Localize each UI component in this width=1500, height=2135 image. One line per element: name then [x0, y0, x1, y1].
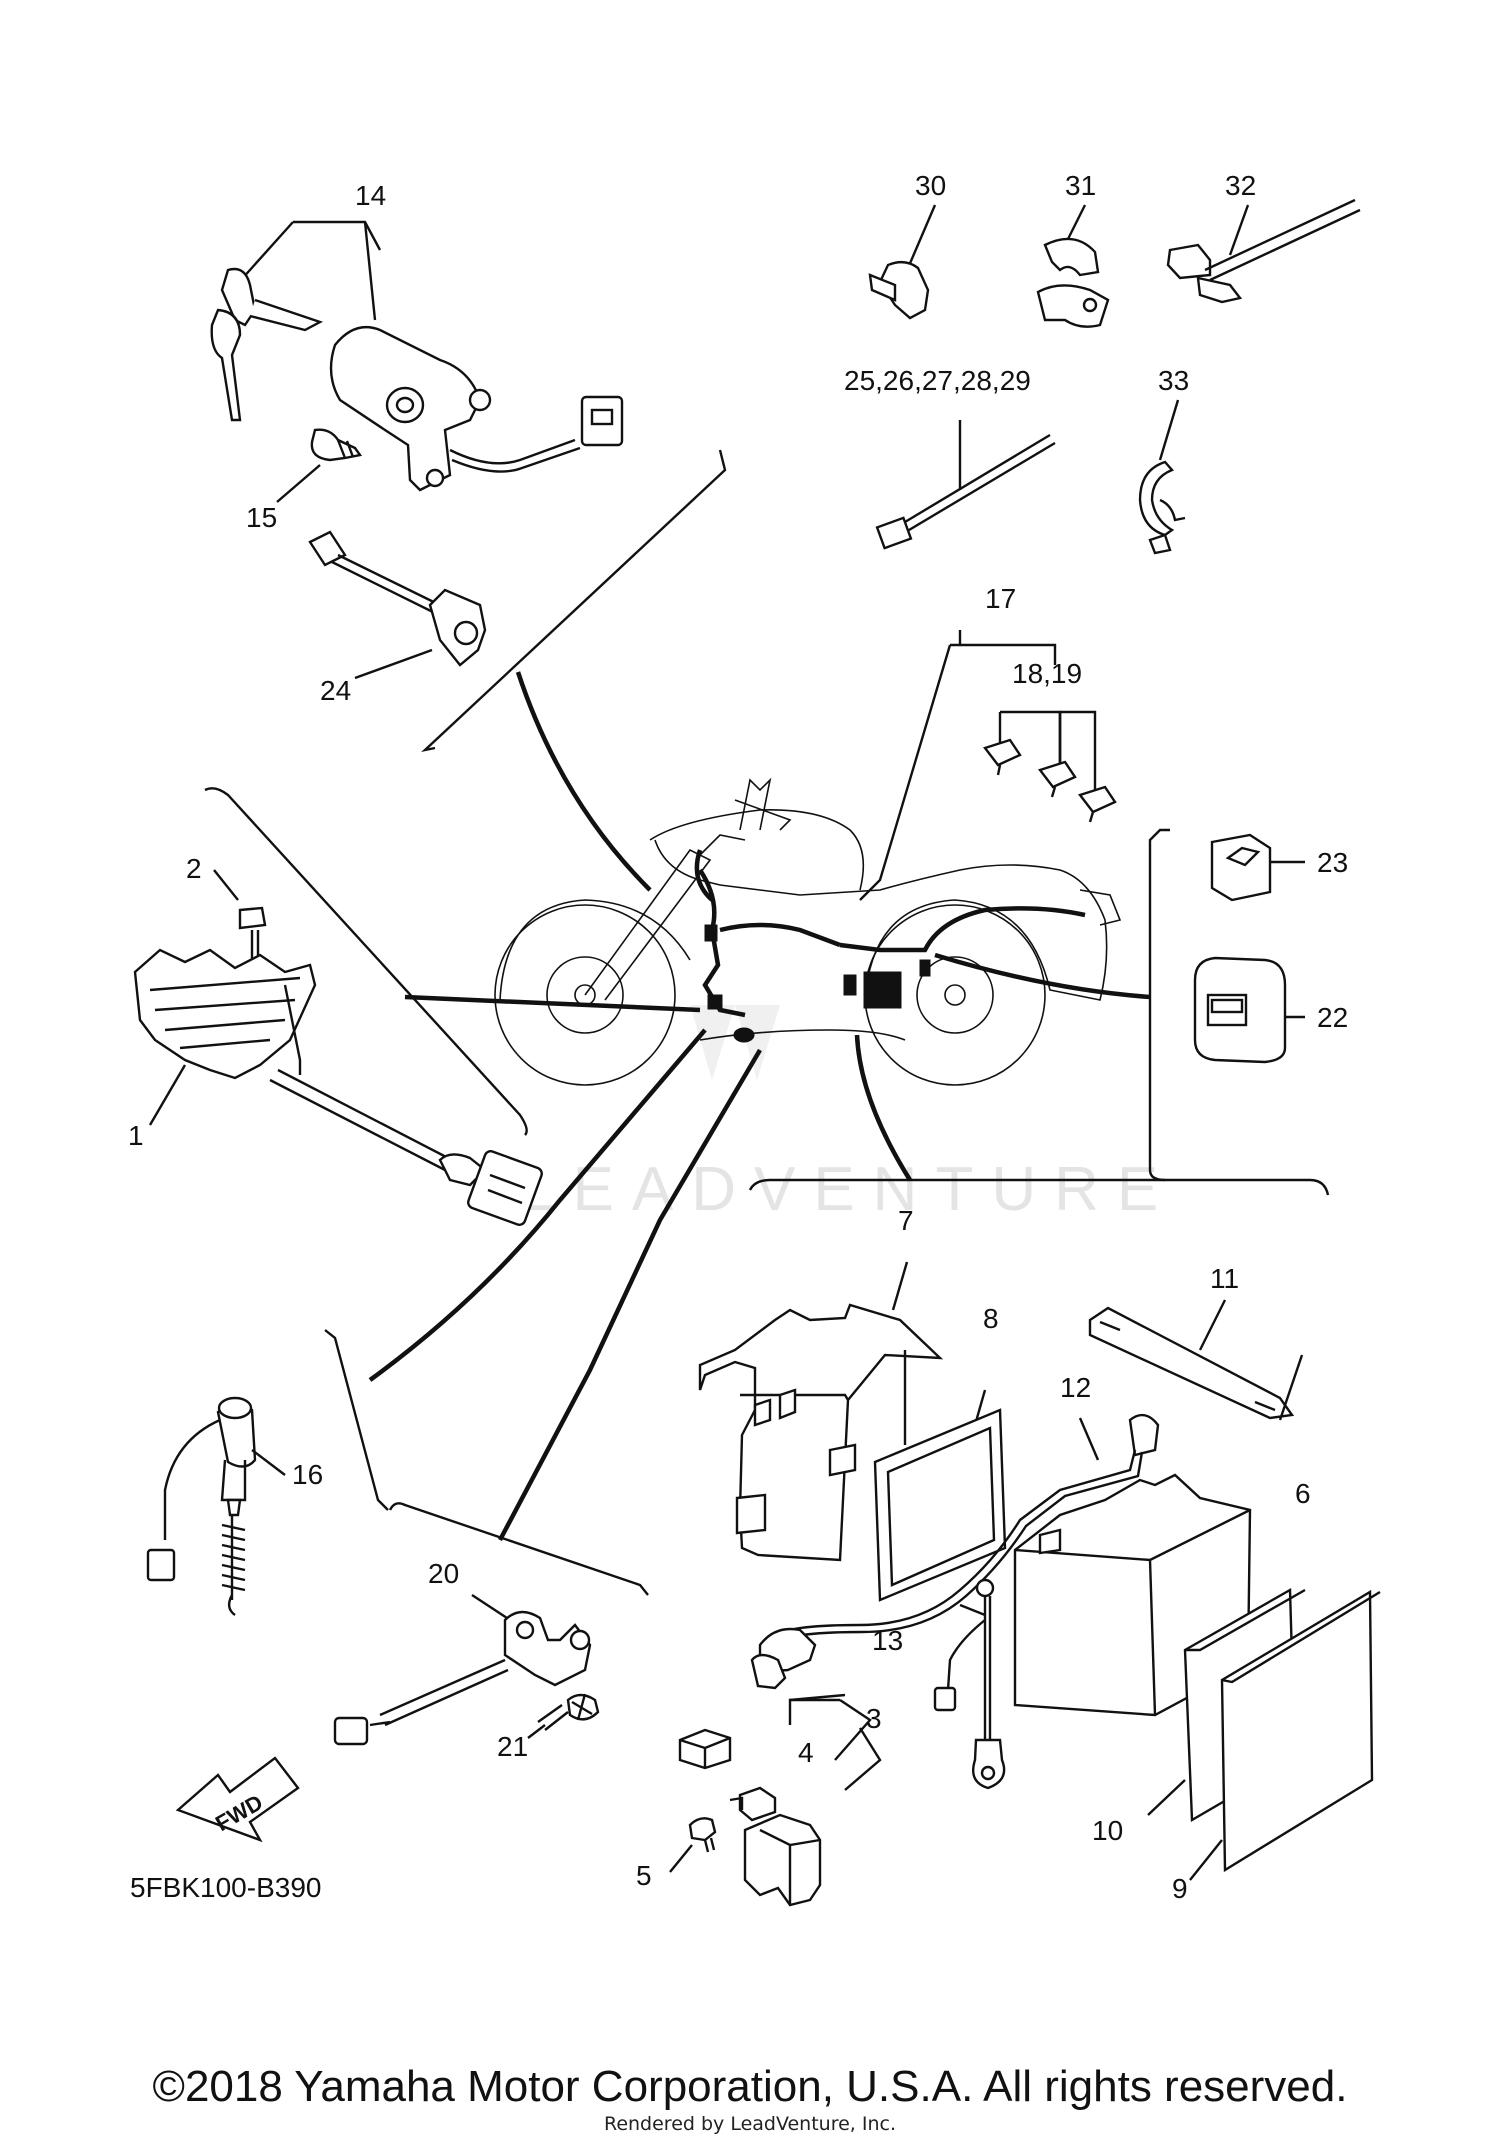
callout-13: 13	[872, 1625, 903, 1656]
watermark: LEADVENTURE	[520, 1005, 1176, 1224]
watermark-text: LEADVENTURE	[520, 1155, 1176, 1224]
callout-30: 30	[915, 170, 946, 201]
callout-18-19: 18,19	[1012, 658, 1082, 689]
callout-17: 17	[985, 583, 1016, 614]
callout-1: 1	[128, 1120, 144, 1151]
callout-11: 11	[1210, 1263, 1239, 1294]
callout-21: 21	[497, 1731, 528, 1762]
motorcycle-outline	[494, 777, 1122, 1086]
diagram-code: 5FBK100-B390	[130, 1872, 321, 1903]
callout-14: 14	[355, 180, 386, 211]
callout-8: 8	[983, 1303, 999, 1334]
copyright-notice: ©2018 Yamaha Motor Corporation, U.S.A. A…	[152, 2062, 1348, 2111]
callout-6: 6	[1295, 1478, 1311, 1509]
fwd-arrow-icon: FWD	[175, 1756, 300, 1843]
callout-24: 24	[320, 675, 351, 706]
callout-9: 9	[1172, 1873, 1188, 1904]
battery-pads-group	[1147, 1587, 1381, 1881]
callout-32: 32	[1225, 170, 1256, 201]
callout-20: 20	[428, 1558, 459, 1589]
callout-23: 23	[1317, 847, 1348, 878]
clamps-group	[868, 198, 1361, 555]
rectifier-group	[133, 869, 543, 1226]
fuse-group	[950, 630, 1117, 823]
callout-25-29: 25,26,27,28,29	[844, 365, 1031, 396]
rendered-by-notice: Rendered by LeadVenture, Inc.	[603, 2113, 897, 2135]
callout-33: 33	[1158, 365, 1189, 396]
battery-strap-group	[1088, 1299, 1295, 1420]
main-switch-group	[210, 220, 624, 680]
switch-16-group	[146, 1396, 286, 1616]
battery-bracket-group	[698, 1261, 1007, 1602]
relay-group	[1193, 833, 1305, 1064]
callout-15: 15	[246, 502, 277, 533]
leader-lines	[368, 644, 1151, 1542]
callout-5: 5	[636, 1860, 652, 1891]
callout-10: 10	[1092, 1815, 1123, 1846]
callout-2: 2	[186, 853, 202, 884]
sensor-20-group	[333, 1593, 600, 1746]
callout-31: 31	[1065, 170, 1096, 201]
callout-16: 16	[292, 1459, 323, 1490]
callout-12: 12	[1060, 1372, 1091, 1403]
callout-22: 22	[1317, 1002, 1348, 1033]
starter-relay-group	[669, 1693, 882, 1907]
callout-labels: 14 15 24 30 31 32 25,26,27,28,29 33 17 1…	[128, 170, 1348, 1904]
callout-7: 7	[898, 1205, 914, 1236]
group-brackets	[204, 449, 1330, 1596]
callout-4: 4	[798, 1737, 814, 1768]
callout-3: 3	[866, 1703, 882, 1734]
